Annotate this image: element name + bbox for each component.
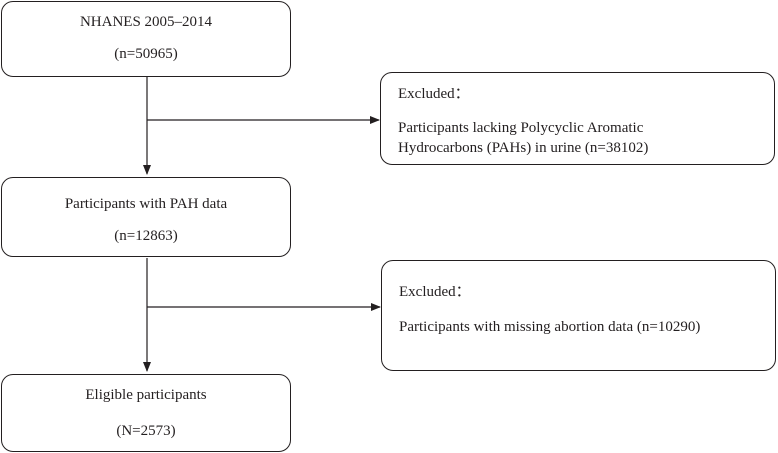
exclusion-1-header: Excluded： (398, 86, 470, 102)
exclusion-2-line1: Participants with missing abortion data … (399, 319, 701, 335)
exclusion-box-1: Excluded： Participants lacking Polycycli… (380, 72, 775, 165)
box-nhanes-title: NHANES 2005–2014 (79, 14, 213, 30)
box-nhanes-count: (n=50965) (114, 46, 178, 62)
box-pah-data-title: Participants with PAH data (64, 196, 228, 212)
box-pah-data-count: (n=12863) (114, 228, 178, 244)
box-eligible-title: Eligible participants (85, 387, 207, 403)
exclusion-1-line2: Hydrocarbons (PAHs) in urine (n=38102) (398, 140, 649, 156)
exclusion-1-line1: Participants lacking Polycyclic Aromatic (398, 120, 644, 136)
box-nhanes: NHANES 2005–2014 (n=50965) (1, 1, 291, 77)
exclusion-2-header: Excluded： (399, 284, 471, 300)
box-pah-data: Participants with PAH data (n=12863) (1, 177, 291, 257)
box-eligible: Eligible participants (N=2573) (1, 374, 291, 452)
exclusion-box-2: Excluded： Participants with missing abor… (381, 260, 776, 371)
box-eligible-count: (N=2573) (116, 423, 176, 439)
